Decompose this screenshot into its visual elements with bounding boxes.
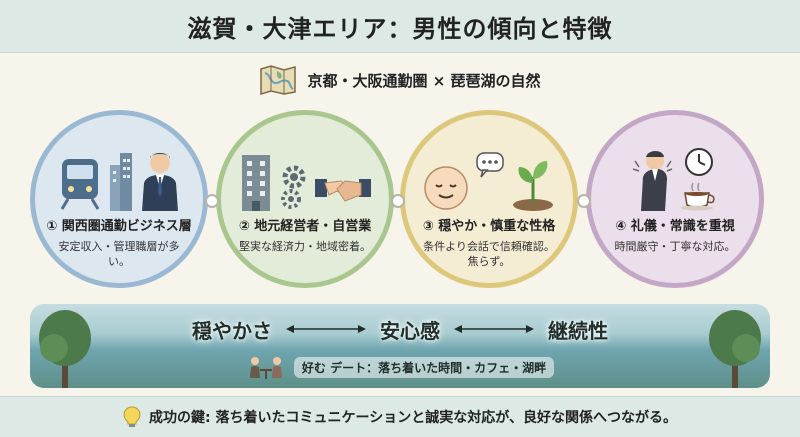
gears-icon — [281, 165, 306, 209]
trait-circle-calm-personality: ③ 穏やか・慎重な性格 条件より会話で信頼確認。焦らず。 — [400, 110, 578, 288]
double-arrow-icon — [286, 325, 366, 333]
businessman-icon — [142, 153, 178, 211]
icon-group — [591, 143, 759, 211]
bowing-man-icon — [632, 151, 673, 211]
trait-description: 時間厳守・丁寧な対応。 — [614, 240, 736, 253]
trait-description: 条件より会話で信頼確認。焦らず。 — [423, 240, 555, 268]
footer-text: 成功の鍵: 落ち着いたコミュニケーションと誠実な対応が、良好な関係へつながる。 — [149, 410, 677, 426]
trait-description: 堅実な経済力・地域密着。 — [239, 240, 371, 253]
handshake-icon — [315, 179, 371, 202]
keyword-calmness: 穏やかさ — [192, 318, 272, 343]
trait-heading: ④ 礼儀・常識を重視 — [615, 219, 735, 234]
connector-dot — [391, 194, 405, 208]
title-bar: 滋賀・大津エリア：男性の傾向と特徴 — [0, 0, 800, 53]
lake-banner: 穏やかさ 安心感 継続性 好む デート：落ち着いた時間・カフェ・湖畔 — [30, 304, 770, 388]
office-building-icon — [242, 155, 270, 211]
icon-column — [679, 147, 719, 211]
sprout-icon — [513, 161, 553, 211]
keyword-continuity: 継続性 — [548, 318, 608, 343]
double-arrow-icon — [454, 325, 534, 333]
date-preference-text: 好む デート：落ち着いた時間・カフェ・湖畔 — [293, 356, 555, 378]
keyword-security: 安心感 — [380, 318, 440, 343]
light-bulb-icon — [123, 406, 141, 427]
subtitle-row: 京都・大阪通勤圏 × 琵琶湖の自然 — [0, 60, 800, 100]
tree-right-decoration — [709, 310, 761, 388]
date-preference-row: 好む デート：落ち着いた時間・カフェ・湖畔 — [30, 354, 770, 380]
trait-heading: ② 地元経営者・自営業 — [238, 219, 372, 234]
trait-circle-local-owner: ② 地元経営者・自営業 堅実な経済力・地域密着。 — [216, 110, 394, 288]
trait-heading: ③ 穏やか・慎重な性格 — [422, 219, 556, 234]
coffee-cup-icon — [681, 182, 715, 211]
connector-dot — [205, 194, 219, 208]
train-icon — [60, 159, 100, 210]
keyword-row: 穏やかさ 安心感 継続性 — [30, 312, 770, 346]
page-title: 滋賀・大津エリア：男性の傾向と特徴 — [187, 14, 613, 43]
speech-bubble-icon — [476, 152, 504, 178]
buildings-icon — [110, 153, 132, 211]
footer-bar: 成功の鍵: 落ち着いたコミュニケーションと誠実な対応が、良好な関係へつながる。 — [0, 396, 800, 437]
tree-left-decoration — [39, 310, 91, 388]
clock-icon — [685, 148, 713, 176]
map-icon — [260, 65, 297, 95]
trait-circle-commuter: ① 関西圏通勤ビジネス層 安定収入・管理職層が多い。 — [30, 110, 208, 288]
icon-group — [221, 143, 389, 211]
icon-group — [35, 143, 203, 211]
subtitle: 京都・大阪通勤圏 × 琵琶湖の自然 — [307, 71, 541, 90]
trait-heading: ① 関西圏通勤ビジネス層 — [46, 219, 192, 234]
trait-description: 安定収入・管理職層が多い。 — [58, 240, 180, 268]
trait-circle-manners: ④ 礼儀・常識を重視 時間厳守・丁寧な対応。 — [586, 110, 764, 288]
connector-dot — [577, 194, 591, 208]
calm-face-icon — [424, 166, 468, 210]
couple-cafe-icon — [249, 357, 282, 379]
icon-group — [405, 143, 573, 211]
